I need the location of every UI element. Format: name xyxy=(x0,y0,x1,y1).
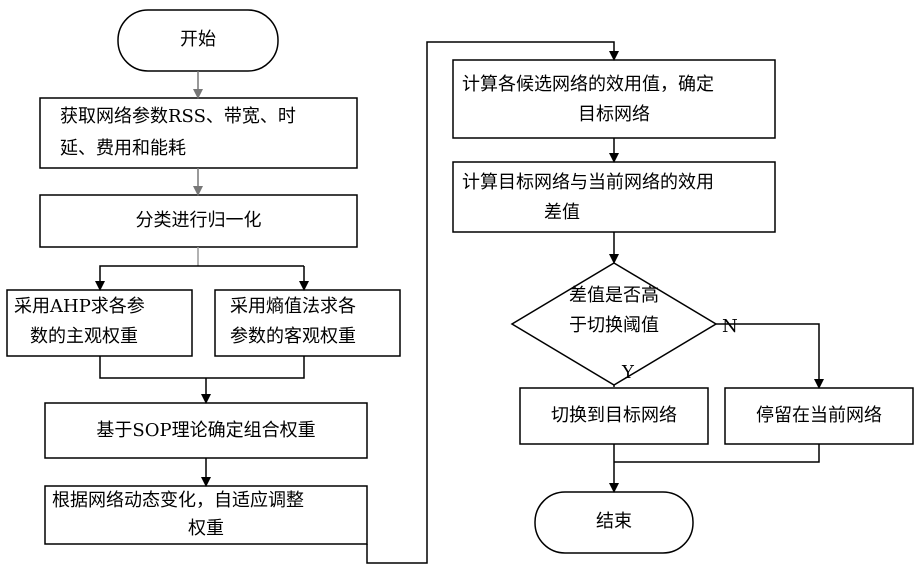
diff-label-line1: 计算目标网络与当前网络的效用 xyxy=(462,168,714,198)
diff-label-line2: 差值 xyxy=(544,198,580,228)
entropy-label-line1: 采用熵值法求各 xyxy=(230,292,356,322)
edge-stay-to-end xyxy=(614,444,819,462)
normalize-label: 分类进行归一化 xyxy=(40,206,357,236)
adaptive-label-line1: 根据网络动态变化，自适应调整 xyxy=(52,486,304,516)
decision-label-line2: 于切换阈值 xyxy=(514,311,714,341)
start-label: 开始 xyxy=(118,25,278,55)
adaptive-label-line2: 权重 xyxy=(45,514,367,544)
switch-label: 切换到目标网络 xyxy=(520,401,708,431)
acquire-label-line2: 延、费用和能耗 xyxy=(60,134,186,164)
ahp-label-line2: 数的主观权重 xyxy=(30,322,138,352)
utility-label-line2: 目标网络 xyxy=(453,100,775,130)
ahp-label-line1: 采用AHP求各参 xyxy=(14,292,145,322)
acquire-label-line1: 获取网络参数RSS、带宽、时 xyxy=(60,102,296,132)
sop-label: 基于SOP理论确定组合权重 xyxy=(45,416,367,446)
edge-label-yes: Y xyxy=(622,362,634,383)
stay-label: 停留在当前网络 xyxy=(725,401,913,431)
decision-label-line1: 差值是否高 xyxy=(514,281,714,311)
edge-split-to-ahp xyxy=(100,266,304,289)
entropy-label-line2: 参数的客观权重 xyxy=(230,322,356,352)
edge-label-no: N xyxy=(722,316,738,337)
edge-merge-to-sop xyxy=(100,356,304,378)
end-label: 结束 xyxy=(535,507,693,537)
utility-label-line1: 计算各候选网络的效用值，确定 xyxy=(462,70,714,100)
